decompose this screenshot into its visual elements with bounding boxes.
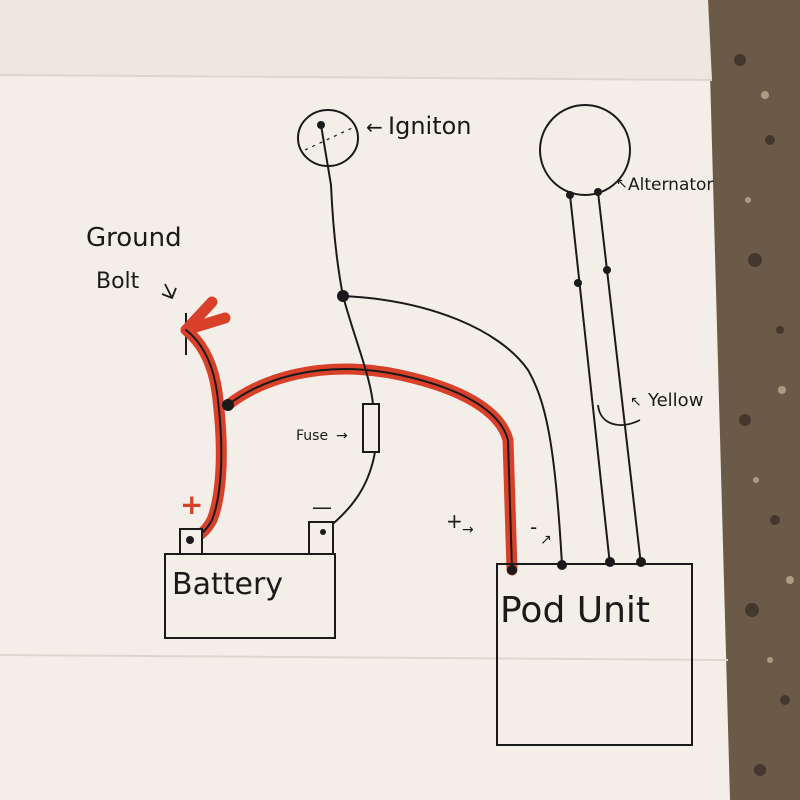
red-positive-wire <box>180 296 518 576</box>
pod-terminal-negative <box>557 560 567 570</box>
fuse-arrow: → <box>336 428 348 444</box>
countertop-speckles <box>734 54 790 776</box>
battery-label: Battery <box>172 567 283 602</box>
battery-terminal-positive <box>179 528 203 555</box>
pod-unit-box <box>496 563 693 746</box>
pod-terminal-positive <box>507 565 517 575</box>
yellow-wire-bracket <box>597 404 641 426</box>
paper-fold-line-bottom <box>0 654 729 661</box>
battery-positive-mark: + <box>180 488 203 521</box>
alternator-wire-mark-1 <box>574 279 582 287</box>
battery-negative-mark: — <box>312 495 332 519</box>
alternator-terminal-1 <box>566 191 574 199</box>
ignition-label: Igniton <box>388 112 472 140</box>
countertop-light-speckles <box>745 91 794 663</box>
ignition-arrow: ← <box>366 115 383 139</box>
ground-bolt-label-line2: Bolt <box>96 269 140 294</box>
pod-terminal-alt-1 <box>605 557 615 567</box>
alternator-arrow: ↖ <box>616 176 628 192</box>
battery-terminal-negative <box>308 521 334 555</box>
yellow-arrow: ↖ <box>630 394 642 410</box>
pod-minus-mark: - <box>530 515 537 539</box>
alternator-symbol <box>539 104 631 196</box>
red-wire-junction <box>222 399 234 411</box>
fuse-symbol <box>362 403 380 453</box>
paper-fold-line-top <box>0 74 713 81</box>
pod-minus-arrow: ↗ <box>540 532 552 548</box>
alternator-yellow-wires <box>569 191 642 566</box>
alternator-label: Alternator <box>628 175 713 195</box>
ground-bolt-label-line1: Ground <box>86 223 182 253</box>
alternator-wire-mark-2 <box>603 266 611 274</box>
yellow-label: Yellow <box>647 390 703 411</box>
ignition-wire <box>320 124 377 533</box>
pod-plus-arrow: → <box>462 522 474 538</box>
ignition-to-pod-wire <box>342 295 563 566</box>
ground-bolt-arrow <box>161 283 177 300</box>
battery-box <box>164 553 336 639</box>
paper-top-fold <box>0 0 712 80</box>
alternator-terminal-2 <box>594 188 602 196</box>
pod-plus-mark: + <box>446 509 463 533</box>
pod-terminal-alt-2 <box>636 557 646 567</box>
pod-unit-label: Pod Unit <box>500 590 650 631</box>
paper-sheet <box>0 0 730 800</box>
fuse-label: Fuse <box>296 428 328 444</box>
